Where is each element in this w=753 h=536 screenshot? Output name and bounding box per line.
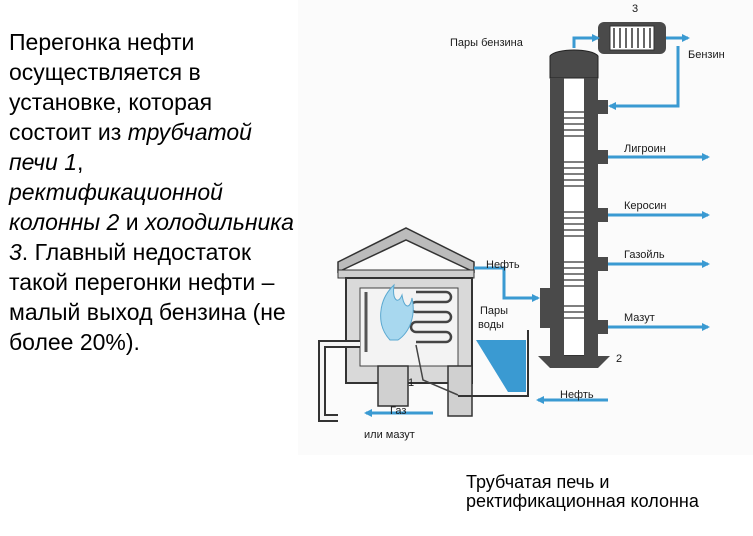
condenser <box>598 22 666 54</box>
distillation-diagram: Пары бензина Бензин Лигроин Керосин Газо… <box>298 0 753 455</box>
label-gasoline: Бензин <box>688 49 725 61</box>
label-gasoil: Газойль <box>624 249 665 261</box>
label-number-1: 1 <box>408 377 414 389</box>
label-water-vapor-2: воды <box>478 319 504 331</box>
distillation-column-term: ректификационной колонны 2 <box>9 179 223 235</box>
label-water-vapor-1: Пары <box>480 305 508 317</box>
label-gas: Газ <box>390 405 406 417</box>
label-gasoline-vapors: Пары бензина <box>450 37 524 49</box>
label-number-2: 2 <box>616 353 622 365</box>
tube-furnace <box>318 227 475 422</box>
label-fuel-oil-burner: или мазут <box>364 429 415 441</box>
label-oil-inlet: Нефть <box>486 259 520 271</box>
label-ligroin: Лигроин <box>624 143 666 155</box>
distillation-column <box>538 49 610 368</box>
label-oil-bottom: Нефть <box>560 389 594 401</box>
flame-icon <box>380 283 414 341</box>
label-fuel-oil: Мазут <box>624 312 655 324</box>
label-number-3: 3 <box>632 3 638 15</box>
condenser-term: холодильника 3 <box>9 209 294 265</box>
tube-furnace-term: трубчатой печи 1 <box>9 119 252 175</box>
label-kerosene: Керосин <box>624 200 666 212</box>
diagram-caption: Трубчатая печь и ректификационная колонн… <box>466 472 699 511</box>
description-text: Перегонка нефти осуществляется в установ… <box>9 29 294 355</box>
